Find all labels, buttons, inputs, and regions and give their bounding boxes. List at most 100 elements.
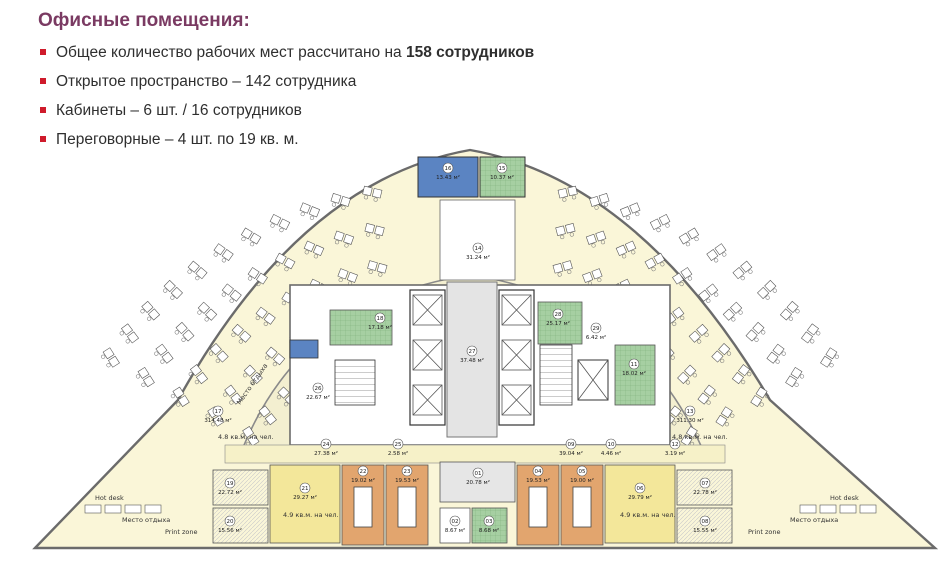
room-area: 22.78 м² [693,489,717,496]
workstation [197,301,218,322]
workstation [757,279,777,300]
room-number: 22 [360,469,367,475]
room-number: 14 [475,246,482,252]
workstation [231,323,252,344]
page-title: Офисные помещения: [38,10,250,31]
workstation [715,406,735,427]
room-number: 19 [227,481,234,487]
elevator-shafts-left [409,289,446,426]
workstation [552,260,573,277]
room-area: 19.00 м² [570,477,594,484]
room-number-marker [357,465,369,477]
room-05-meeting [560,464,604,546]
room-number: 20 [227,519,234,525]
note-rest-left: Место отдыха [122,516,170,524]
elevator-cross-right [501,294,532,416]
room-number-marker [312,382,324,394]
workstation [243,364,263,385]
workstation [187,260,208,281]
hot-desk [819,504,837,514]
room-number-marker [699,515,711,527]
room-number-marker [483,515,495,527]
workstation [677,364,697,385]
room-number-marker [684,405,696,417]
room-20 [212,507,269,544]
room-area: 17.18 м² [368,324,392,331]
room-number-marker [466,345,478,357]
note-office-left: 4.9 кв.м. на чел. [283,511,339,519]
workstation [585,230,607,248]
room-19 [212,469,269,506]
room-number: 12 [672,442,679,448]
hot-desk [104,504,122,514]
room-area: 2.58 м² [388,450,408,457]
room-number-marker [669,438,681,450]
workstation [135,366,155,388]
room-area: 19.53 м² [395,477,419,484]
room-number: 11 [631,362,638,368]
corridor [224,444,726,464]
room-06-office [604,464,676,544]
meeting-tables [353,486,592,528]
header: Офисные помещения: Общее количество рабо… [38,10,534,154]
workstation [265,346,286,367]
hot-desk [144,504,162,514]
workstation [672,267,693,287]
workstation [223,384,243,405]
room-number-marker [552,308,564,320]
workstation [274,252,296,272]
room-21-office [269,464,341,544]
workstation [697,384,717,405]
hot-desk [124,504,142,514]
room-number: 07 [702,481,709,487]
workstations [84,185,877,514]
note-print-right: Print zone [748,528,781,536]
note-hotdesk-left: Hot desk [95,494,124,502]
room-area: 8.68 м² [479,527,499,534]
wc-blue-left [289,339,319,359]
room-number: 01 [475,471,482,477]
room-number: 27 [469,349,476,355]
room-number-marker [605,438,617,450]
workstation [240,426,260,447]
room-area: 27.38 м² [314,450,338,457]
workstation [644,252,666,272]
bullet-item: Кабинеты – 6 шт. / 16 сотрудников [38,96,534,125]
room-area: 29.79 м² [628,494,652,501]
room-number: 13 [687,409,694,415]
note-right-ratio: 4.8 кв.м. на чел. [672,433,728,441]
workstation [785,366,805,388]
workstation [154,343,174,364]
workstation [170,386,190,407]
room-area: 15.55 м² [693,527,717,534]
workstation [557,185,578,202]
room-number: 05 [579,469,586,475]
workstation [101,347,120,368]
room-area: 22.67 м² [306,394,330,401]
workstation [163,279,183,300]
room-number: 06 [637,486,644,492]
workstation [779,300,800,321]
workstation [589,192,610,210]
room-number: 08 [702,519,709,525]
elevator-shafts-right [498,289,535,426]
hot-desk [799,504,817,514]
room-number-marker [634,482,646,494]
workstation [208,343,229,363]
workstation [330,192,351,210]
room-number: 23 [404,469,411,475]
room-number-marker [442,162,454,174]
workstation [269,213,291,233]
room-number-marker [392,438,404,450]
room-area: 10.37 м² [490,174,514,181]
room-number: 15 [499,166,506,172]
note-hotdesk-right: Hot desk [830,494,859,502]
workstation [688,323,709,344]
note-rest-right: Место отдыха [790,516,838,524]
room-18-green [329,309,393,346]
room-number: 24 [323,442,330,448]
room-area: 29.27 м² [293,494,317,501]
workstation [731,364,752,385]
room-number-marker [472,467,484,479]
